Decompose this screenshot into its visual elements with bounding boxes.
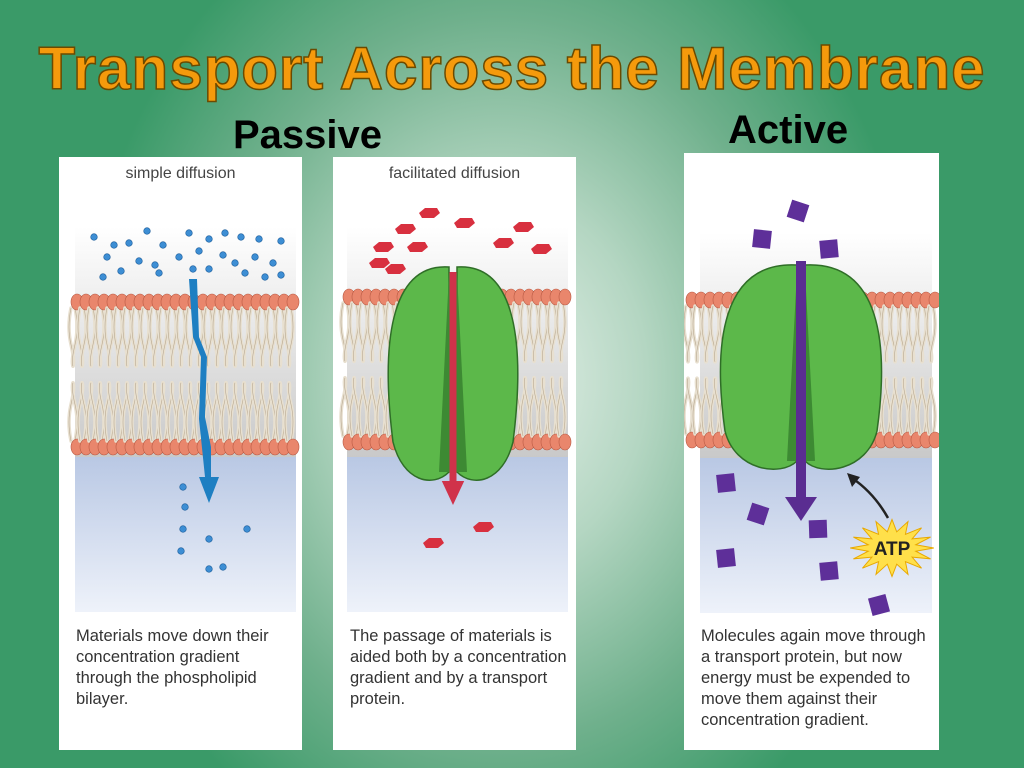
solute-molecule: [219, 251, 227, 259]
lipid-tail-outline: [288, 382, 294, 442]
lipid-tail-outline: [560, 377, 566, 437]
active-transport-panel: ATP Molecules again move through a trans…: [684, 153, 939, 750]
solute-molecule: [819, 561, 839, 581]
solute-molecule: [716, 548, 736, 568]
atp-starburst-icon: [850, 518, 934, 578]
facilitated-arrow-head: [441, 481, 465, 505]
active-arrow-head: [785, 497, 817, 521]
solute-molecule: [125, 239, 133, 247]
facilitated-arrow-shaft: [449, 272, 457, 483]
lipid-tail-outline: [288, 307, 294, 367]
energy-arrow-head: [847, 473, 860, 487]
transport-protein-right: [456, 266, 519, 481]
phospholipid-head: [928, 431, 939, 449]
solute-molecule: [110, 241, 118, 249]
facilitated-diffusion-diagram: [339, 208, 572, 612]
solute-molecule: [255, 235, 263, 243]
solute-molecule: [752, 229, 772, 249]
solute-molecule: [385, 264, 406, 274]
lipid-tail-outline: [560, 302, 566, 362]
solute-molecule: [277, 271, 285, 279]
solute-molecule: [175, 253, 183, 261]
solute-molecule: [195, 247, 203, 255]
panel-description: Materials move down their concentration …: [76, 627, 269, 708]
diffusion-arrow: [189, 279, 219, 503]
solute-molecule: [531, 244, 552, 254]
intracellular-region: [347, 457, 568, 612]
solute-molecule: [177, 547, 185, 555]
solute-molecule: [407, 242, 428, 252]
solute-molecule: [221, 229, 229, 237]
phospholipid-head: [286, 438, 300, 456]
active-heading: Active: [728, 108, 849, 152]
solute-molecule: [419, 208, 440, 218]
solute-molecule: [269, 259, 277, 267]
panel-description: Molecules again move through a transport…: [701, 627, 926, 729]
simple-diffusion-panel: simple diffusion Materials move down the…: [59, 157, 302, 750]
solute-molecule: [716, 473, 736, 493]
solute-molecule: [205, 535, 213, 543]
panel-description: The passage of materials is aided both b…: [350, 627, 567, 708]
solute-molecule: [277, 237, 285, 245]
phospholipid-head: [558, 288, 572, 306]
solute-molecule: [513, 222, 534, 232]
solute-molecule: [395, 224, 416, 234]
solute-molecule: [99, 273, 107, 281]
solute-molecule: [90, 233, 98, 241]
solute-molecule: [205, 265, 213, 273]
solute-molecule: [179, 483, 187, 491]
solute-molecule: [808, 519, 828, 539]
solute-molecule: [819, 239, 839, 259]
atp-label: ATP: [874, 539, 911, 560]
solute-molecule: [151, 261, 159, 269]
solute-molecule: [205, 565, 213, 573]
phospholipid-head: [558, 433, 572, 451]
solute-molecule: [251, 253, 259, 261]
solute-molecule: [135, 257, 143, 265]
solute-molecule: [159, 241, 167, 249]
solute-molecule: [237, 233, 245, 241]
phospholipid-head: [286, 293, 300, 311]
slide-title: Transport Across the Membrane: [38, 34, 986, 103]
solute-molecule: [103, 253, 111, 261]
solute-molecule: [219, 563, 227, 571]
solute-molecule: [369, 258, 390, 268]
solute-molecule: [261, 273, 269, 281]
solute-molecule: [241, 269, 249, 277]
solute-molecule: [454, 218, 475, 228]
transport-protein-left: [719, 264, 798, 470]
solute-molecule: [117, 267, 125, 275]
solute-molecule: [473, 522, 494, 532]
solute-molecule: [143, 227, 151, 235]
intracellular-region: [75, 457, 296, 612]
solute-molecule: [493, 238, 514, 248]
solute-molecule: [867, 593, 891, 617]
solute-molecule: [181, 503, 189, 511]
transport-protein-left: [387, 266, 450, 481]
solute-molecule: [373, 242, 394, 252]
active-arrow-shaft: [796, 261, 806, 499]
solute-molecule: [185, 229, 193, 237]
lipid-tail-outline: [930, 305, 936, 362]
active-transport-diagram: ATP: [684, 199, 939, 617]
solute-molecule: [205, 235, 213, 243]
transport-protein-right: [804, 264, 883, 470]
panel-caption: facilitated diffusion: [388, 165, 521, 182]
phospholipid-head: [928, 291, 939, 309]
solute-molecule: [179, 525, 187, 533]
panel-caption: simple diffusion: [125, 165, 236, 182]
solute-molecule: [189, 265, 197, 273]
solute-molecule: [786, 199, 810, 223]
solute-molecule: [423, 538, 444, 548]
passive-heading: Passive: [233, 113, 383, 157]
lipid-tail-outline: [930, 378, 936, 435]
simple-diffusion-diagram: [67, 227, 300, 612]
solute-molecule: [243, 525, 251, 533]
facilitated-diffusion-panel: facilitated diffusion The passage of mat…: [333, 157, 576, 750]
solute-molecule: [746, 502, 770, 526]
solute-molecule: [231, 259, 239, 267]
solute-molecule: [155, 269, 163, 277]
